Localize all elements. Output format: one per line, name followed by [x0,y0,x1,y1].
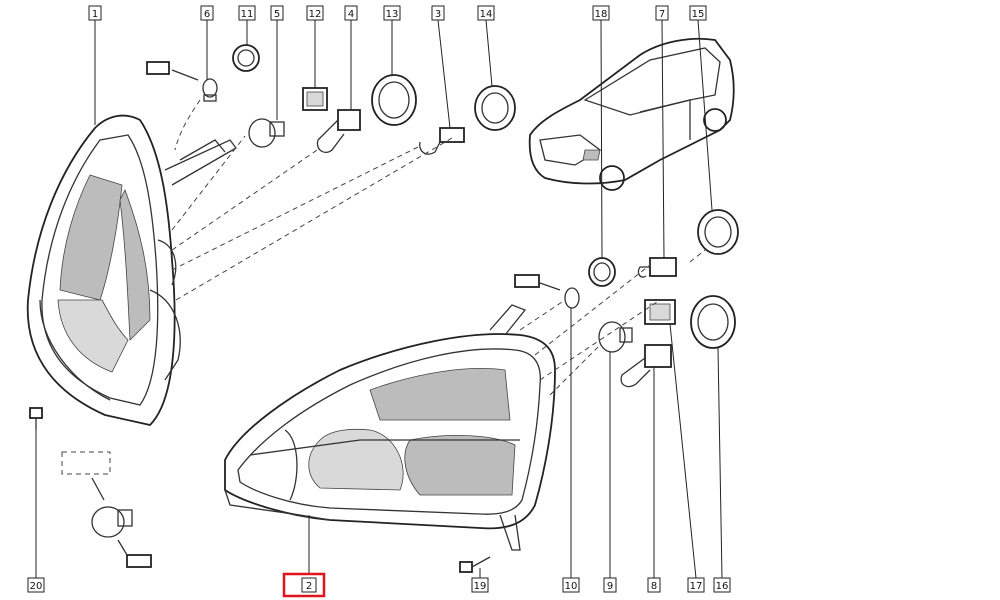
vehicle-silhouette [528,37,735,191]
cap-15 [697,209,739,255]
callout-16: 16 [713,577,731,593]
callout-10: 10 [562,577,580,593]
bulb-6 [202,78,218,102]
callout-text: 5 [274,9,280,20]
callout-text: 15 [692,9,705,20]
callout-text: 12 [309,9,322,20]
cap-14 [474,85,516,131]
callout-15: 15 [689,5,707,21]
callout-2-highlighted: 2 [282,572,326,598]
screw-20 [29,407,43,430]
assembly-guide-lines [171,99,706,396]
callout-6: 6 [200,5,214,21]
callout-text: 4 [348,9,354,20]
socket-11 [232,44,260,72]
holder-17 [644,299,676,325]
callout-9: 9 [603,577,617,593]
socket-18 [588,257,616,287]
cap-13 [371,74,417,126]
left-headlamp-assembly [26,114,237,426]
callout-19: 19 [471,577,489,593]
callout-text: 3 [435,9,441,20]
leader-lines [35,19,723,580]
callout-labels: 1 6 11 5 12 4 13 3 [27,5,731,598]
callout-text: 19 [474,581,487,592]
callout-4: 4 [344,5,358,21]
callout-text: 17 [690,581,703,592]
callout-8: 8 [647,577,661,593]
callout-text: 11 [241,9,254,20]
bulb-10 [564,287,580,309]
callout-text: 10 [565,581,578,592]
callout-17: 17 [687,577,705,593]
callout-text: 8 [651,581,657,592]
callout-3: 3 [431,5,445,21]
callout-text: 2 [306,581,312,592]
callout-text: 7 [659,9,665,20]
callout-7: 7 [655,5,669,21]
callout-12: 12 [306,5,324,21]
bulb-3 [419,127,465,155]
bulb-loose [91,506,133,538]
bulb-8 [620,344,672,388]
holder-12 [302,87,328,111]
callout-11: 11 [238,5,256,21]
bulb-5 [248,118,285,148]
callout-5: 5 [270,5,284,21]
callout-1: 1 [88,5,102,21]
callout-text: 18 [595,9,608,20]
bulb-7 [637,257,677,278]
callout-18: 18 [592,5,610,21]
screw-19 [459,556,491,573]
cap-16 [690,295,736,349]
callout-text: 9 [607,581,613,592]
callout-text: 14 [480,9,493,20]
callout-13: 13 [383,5,401,21]
callout-text: 1 [92,9,98,20]
callout-20: 20 [27,577,45,593]
callout-14: 14 [477,5,495,21]
callout-text: 6 [204,9,210,20]
callout-text: 16 [716,581,729,592]
bulb-4 [316,109,361,154]
callout-text: 20 [30,581,43,592]
callout-text: 13 [386,9,399,20]
connector-boxes [61,61,561,568]
right-headlamp-assembly [224,304,556,551]
bulb-9 [598,321,633,353]
